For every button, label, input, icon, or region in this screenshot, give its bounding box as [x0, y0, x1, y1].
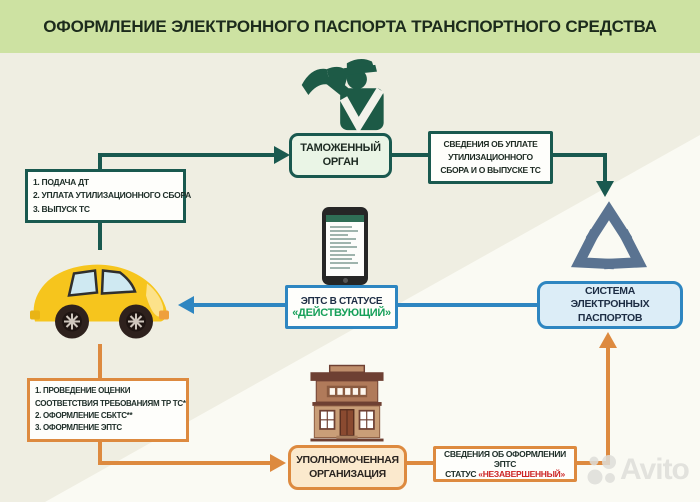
- customs-authority-label: ТАМОЖЕННЫЙ ОРГАН: [300, 141, 381, 168]
- owner-step-1: 1. ПОДАЧА ДТ: [33, 177, 89, 188]
- flow-line-epts-to-car: [194, 303, 286, 307]
- title-banner: ОФОРМЛЕНИЕ ЭЛЕКТРОННОГО ПАСПОРТА ТРАНСПО…: [0, 0, 700, 53]
- org-step-3: 3. ОФОРМЛЕНИЕ ЭПТС: [35, 423, 122, 433]
- org-step-1b: СООТВЕТСТВИЯ ТРЕБОВАНИЯМ ТР ТС*: [35, 398, 186, 408]
- owner-step-3: 3. ВЫПУСК ТС: [33, 203, 90, 214]
- org-step-1: 1. ПРОВЕДЕНИЕ ОЦЕНКИ: [35, 386, 131, 396]
- avito-watermark: Avito: [586, 441, 698, 498]
- org-step-2: 2. ОФОРМЛЕНИЕ СБКТС**: [35, 411, 133, 420]
- node-org-steps: 1. ПРОВЕДЕНИЕ ОЦЕНКИ СООТВЕТСТВИЯ ТРЕБОВ…: [27, 378, 189, 442]
- sep-system-label: СИСТЕМА ЭЛЕКТРОННЫХ ПАСПОРТОВ: [570, 284, 650, 324]
- node-sep-system: СИСТЕМА ЭЛЕКТРОННЫХ ПАСПОРТОВ: [537, 281, 683, 329]
- epts-registration-info-line1: СВЕДЕНИЯ ОБ ОФОРМЛЕНИИ ЭПТС: [444, 449, 566, 469]
- flow-line-to-org: [98, 461, 272, 465]
- node-customs-authority: ТАМОЖЕННЫЙ ОРГАН: [289, 133, 392, 178]
- arrowhead-to-car: [178, 296, 194, 314]
- flow-line-customs-to-info: [392, 153, 432, 157]
- node-epts-registration-info: СВЕДЕНИЯ ОБ ОФОРМЛЕНИИ ЭПТС СТАТУС «НЕЗА…: [433, 446, 577, 482]
- node-epts-status: ЭПТС В СТАТУСЕ «ДЕЙСТВУЮЩИЙ»: [285, 285, 398, 329]
- flow-line-to-customs: [98, 153, 276, 157]
- building-icon: [297, 363, 397, 443]
- car-icon: [25, 248, 175, 343]
- smartphone-screen: [326, 215, 364, 276]
- flow-line-up-to-sep: [606, 348, 610, 465]
- smartphone-icon: [322, 207, 368, 285]
- flow-line-down-to-sep-logo: [603, 153, 607, 181]
- arrowhead-to-customs: [274, 146, 290, 164]
- flow-line-org-to-info: [405, 461, 436, 465]
- infographic-title: ОФОРМЛЕНИЕ ЭЛЕКТРОННОГО ПАСПОРТА ТРАНСПО…: [43, 16, 657, 36]
- node-authorized-organization: УПОЛНОМОЧЕННАЯ ОРГАНИЗАЦИЯ: [288, 445, 407, 490]
- authorized-organization-label: УПОЛНОМОЧЕННАЯ ОРГАНИЗАЦИЯ: [296, 453, 399, 480]
- arrowhead-to-sep-box: [599, 332, 617, 348]
- avito-watermark-label: Avito: [620, 452, 690, 486]
- utilization-fee-info-label: СВЕДЕНИЯ ОБ УПЛАТЕ УТИЛИЗАЦИОННОГО СБОРА…: [440, 139, 541, 175]
- epts-registration-status-incomplete: «НЕЗАВЕРШЕННЫЙ»: [478, 469, 565, 479]
- node-utilization-fee-info: СВЕДЕНИЯ ОБ УПЛАТЕ УТИЛИЗАЦИОННОГО СБОРА…: [428, 131, 553, 184]
- customs-officer-icon: [295, 56, 387, 134]
- epts-registration-status-prefix: СТАТУС: [445, 469, 479, 479]
- node-owner-steps: 1. ПОДАЧА ДТ 2. УПЛАТА УТИЛИЗАЦИОННОГО С…: [25, 169, 191, 223]
- sep-triangle-logo: [566, 196, 652, 284]
- owner-step-2: 2. УПЛАТА УТИЛИЗАЦИОННОГО СБОРА: [33, 190, 191, 201]
- flow-line-info-to-sep: [551, 153, 605, 157]
- avito-dots-icon: [587, 454, 616, 484]
- arrowhead-to-sep-logo: [596, 181, 614, 197]
- epts-status-line1: ЭПТС В СТАТУСЕ: [300, 295, 383, 307]
- epts-status-active: «ДЕЙСТВУЮЩИЙ»: [292, 306, 391, 319]
- arrowhead-to-org: [270, 454, 286, 472]
- flow-line-sep-to-epts: [396, 303, 538, 307]
